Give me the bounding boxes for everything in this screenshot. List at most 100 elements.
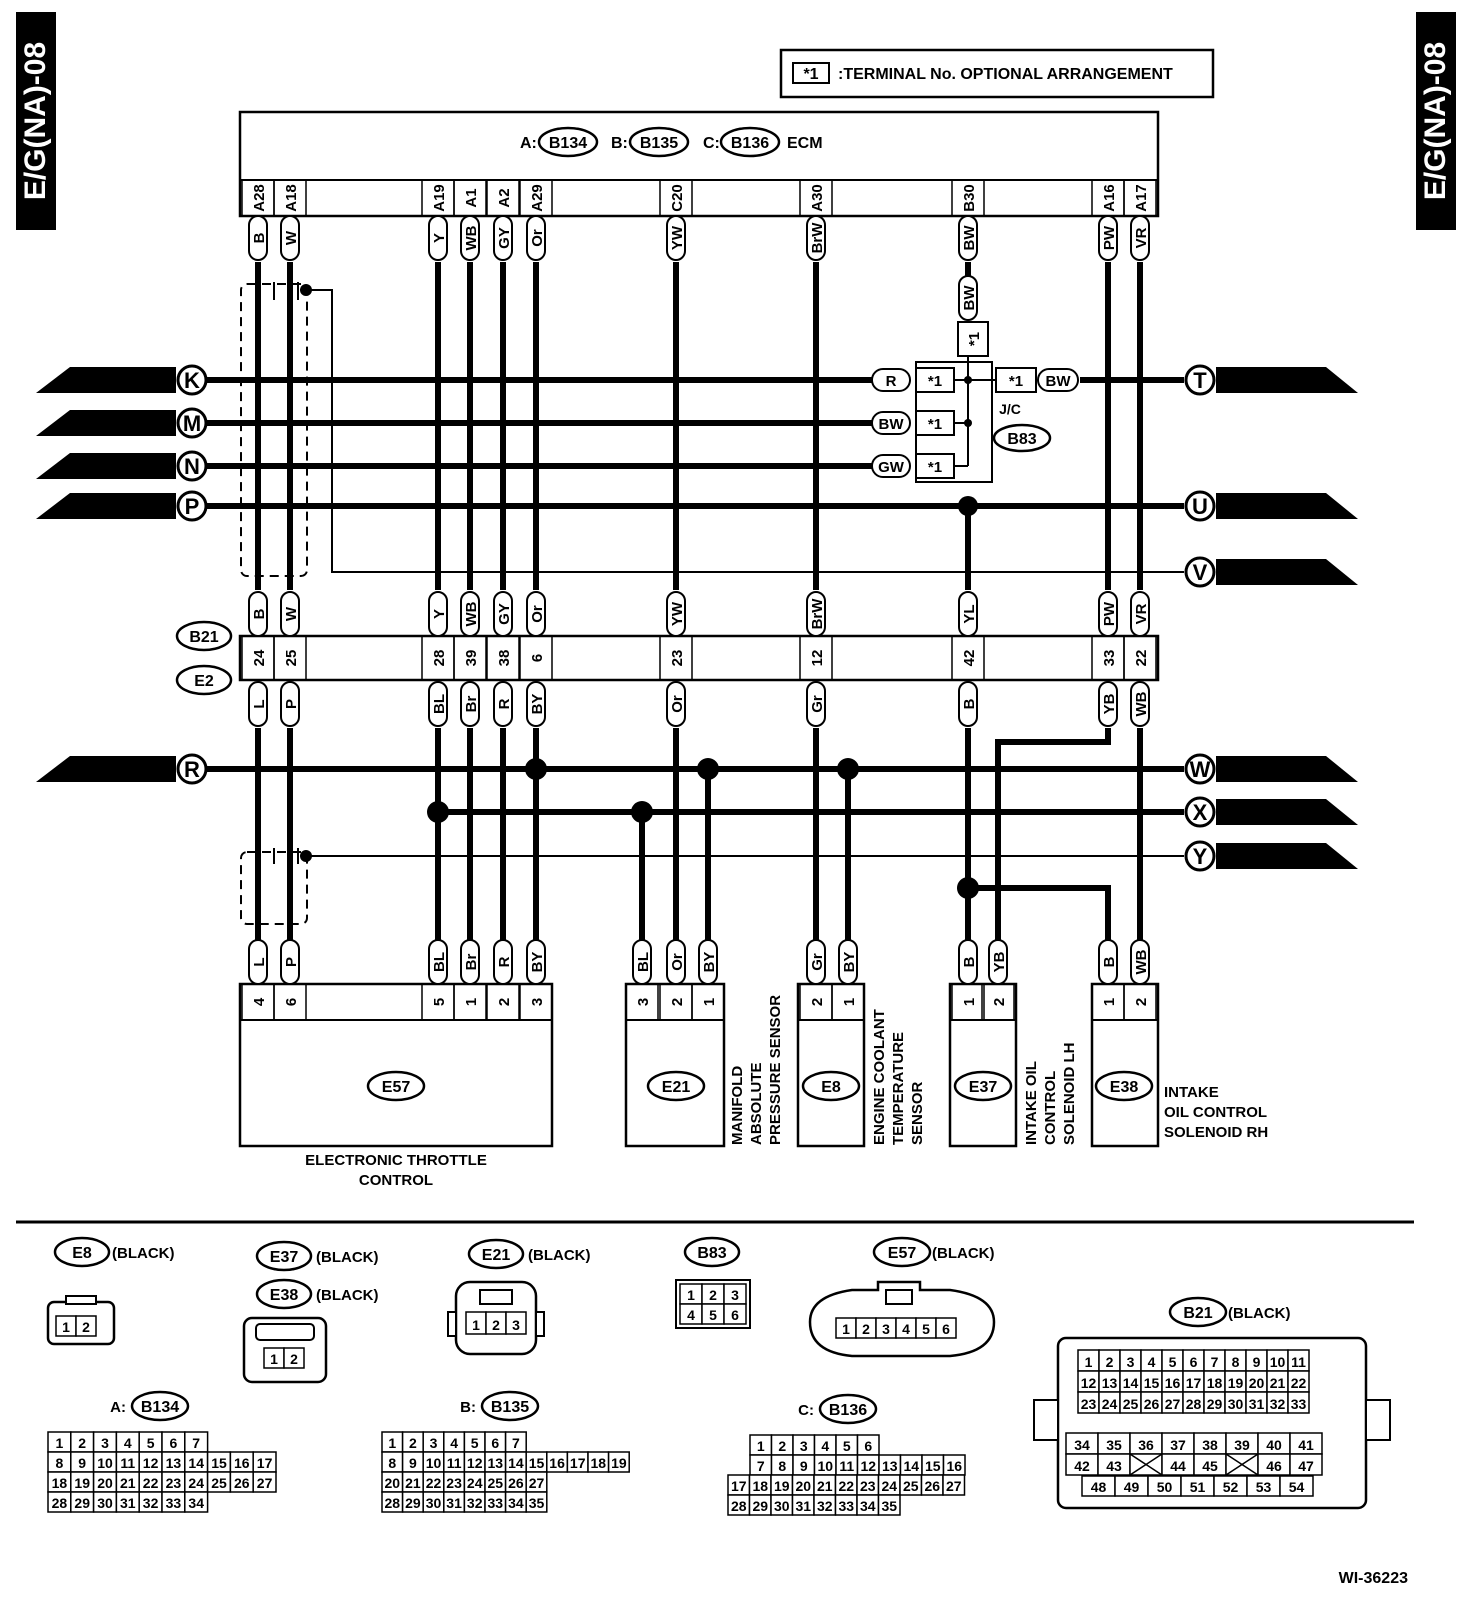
conn-b21-id-oval (1168, 1296, 1228, 1328)
conn-b136-r2-pin-9: 9 (800, 1458, 808, 1474)
component-E57-box (238, 982, 554, 1148)
conn-b135-r4-pin-29: 29 (405, 1495, 421, 1511)
ecm-wire-GY-pill (493, 215, 513, 261)
conn-b21-r1-pin-6: 6 (1190, 1354, 1198, 1370)
ecm-wire-W: W (283, 230, 300, 245)
conn-b83-id: B83 (697, 1245, 726, 1262)
component-E37-wire-B: B (961, 956, 978, 967)
conn-b134-r3-pin-23: 23 (166, 1475, 182, 1491)
shield-lower (240, 851, 308, 925)
b21-pin-12: 12 (809, 650, 826, 667)
component-E57-pin-4: 4 (251, 997, 268, 1006)
conn-b135-r3-pin-27: 27 (529, 1475, 545, 1491)
conn-b134-r2-pin-15: 15 (211, 1455, 227, 1471)
ecm-b-id-oval (628, 126, 690, 158)
right-ref-y-text: E/G(NA)-11 (1234, 848, 1323, 867)
component-E57-wire-BY: BY (529, 952, 546, 973)
conn-b134-r2-pin-17: 17 (257, 1455, 273, 1471)
jc-right-terminal-mark: *1 (1009, 373, 1023, 390)
conn-b134-r1-pin-6: 6 (170, 1435, 178, 1451)
legend-box (779, 48, 1215, 99)
ecm-pin-A29: A29 (529, 184, 546, 212)
ecm-label: ECM (787, 135, 823, 152)
ecm-wire-YW-pill (666, 215, 686, 261)
conn-b21-r5-pin-47: 47 (1298, 1458, 1314, 1474)
conn-b135-r2-pin-11: 11 (447, 1455, 462, 1471)
b21-top-wire-B: B (251, 608, 268, 619)
ecm-pin-A28: A28 (251, 184, 268, 212)
right-ref-w-letter: W (1190, 757, 1211, 782)
doc-id: WI-36223 (1339, 1570, 1408, 1587)
conn-b135-r4-pin-28: 28 (385, 1495, 401, 1511)
component-E21-wire-Or: Or (669, 953, 686, 971)
conn-b21-color: (BLACK) (1228, 1305, 1290, 1322)
b21-bottom-wire-Or: Or (669, 695, 686, 713)
component-E21-id: E21 (662, 1079, 691, 1096)
left-ref-p-arrow (36, 493, 176, 519)
ecm-c-prefix: C: (703, 135, 720, 152)
conn-b136-r4-pin-35: 35 (881, 1498, 897, 1514)
b21-top-wire-WB: WB (463, 601, 480, 626)
conn-b136-r4-cell (877, 1494, 901, 1516)
b21-top-wire-GY-pill (493, 591, 513, 637)
e21-name-2: PRESSURE SENSOR (767, 995, 784, 1145)
ecm-pin-A30: A30 (809, 184, 826, 212)
e37-name-1: CONTROL (1042, 1071, 1059, 1145)
conn-b135-r1-pin-1: 1 (388, 1435, 396, 1451)
component-E21-pin-3: 3 (635, 998, 652, 1006)
right-ref-x-letter: X (1193, 800, 1208, 825)
conn-b83-r2-pin-5: 5 (709, 1307, 717, 1323)
b21-top-wire-VR: VR (1133, 603, 1150, 624)
conn-e57-cell (935, 1317, 957, 1339)
conn-b134-r2-pin-11: 11 (120, 1455, 135, 1471)
component-E37-wire-YB: YB (991, 951, 1008, 972)
e8-name-0: ENGINE COOLANT (871, 1009, 888, 1145)
conn-b134-id-oval (130, 1390, 190, 1422)
b21-pin-28: 28 (431, 650, 448, 667)
left-ref-n-letter: N (184, 454, 200, 479)
ecm-b-id: B135 (640, 135, 678, 152)
conn-b83-r2-pin-6: 6 (731, 1307, 739, 1323)
conn-b21-r5-cell (1289, 1453, 1323, 1476)
right-ref-y-letter: Y (1193, 844, 1208, 869)
ecm-wire-VR-pill (1130, 215, 1150, 261)
conn-b135-r2-pin-14: 14 (508, 1455, 524, 1471)
ecm-c-id: B136 (731, 135, 769, 152)
b21-pin-6: 6 (529, 654, 546, 662)
component-E38-wire-B: B (1101, 956, 1118, 967)
b21-top-wire-Or-pill (526, 591, 546, 637)
conn-e57-color: (BLACK) (932, 1245, 994, 1262)
e38-name-0: INTAKE (1164, 1084, 1219, 1101)
conn-b135-r1-pin-7: 7 (512, 1435, 520, 1451)
b21-top-wire-Y-pill (428, 591, 448, 637)
conn-b21-r1-pin-5: 5 (1169, 1354, 1177, 1370)
e57-name-2: CONTROL (359, 1172, 433, 1189)
component-E57-wire-L: L (251, 957, 268, 966)
conn-b21-r3-pin-25: 25 (1123, 1396, 1139, 1412)
component-E57-wire-BL: BL (431, 952, 448, 972)
b21-bottom-wire-Br-pill (460, 681, 480, 727)
component-E21-pin-1: 1 (701, 998, 718, 1006)
conn-b135-r4-cell (525, 1491, 548, 1513)
b21-top-wire-BrW-pill (806, 591, 826, 637)
page-tag-left: E/G(NA)-08 (16, 12, 56, 230)
conn-b21-r1-pin-9: 9 (1253, 1354, 1261, 1370)
right-ref-w-letter-circle (1184, 753, 1216, 785)
b21-top-wire-PW-pill (1098, 591, 1118, 637)
conn-b135-id: B135 (491, 1399, 529, 1416)
conn-b135-id-oval (480, 1390, 540, 1422)
conn-b136-r2-pin-11: 11 (839, 1458, 854, 1474)
component-E38-wire-WB: WB (1133, 949, 1150, 974)
component-E57-id-oval (366, 1070, 426, 1102)
conn-e57-latch (885, 1289, 913, 1305)
b21-pin-38: 38 (496, 650, 513, 667)
right-ref-y-arrow (1216, 843, 1358, 869)
b21-bottom-wire-L: L (251, 699, 268, 708)
b21-bottom-wire-R: R (496, 698, 513, 709)
conn-b21-r6-pin-52: 52 (1223, 1479, 1239, 1495)
conn-b134-r4-pin-32: 32 (143, 1495, 159, 1511)
b21-bottom-wire-WB-pill (1130, 681, 1150, 727)
conn-b21-r1-pin-11: 11 (1291, 1354, 1306, 1370)
b21-pin-22: 22 (1133, 650, 1150, 667)
conn-b134-r3-cell (252, 1471, 277, 1493)
